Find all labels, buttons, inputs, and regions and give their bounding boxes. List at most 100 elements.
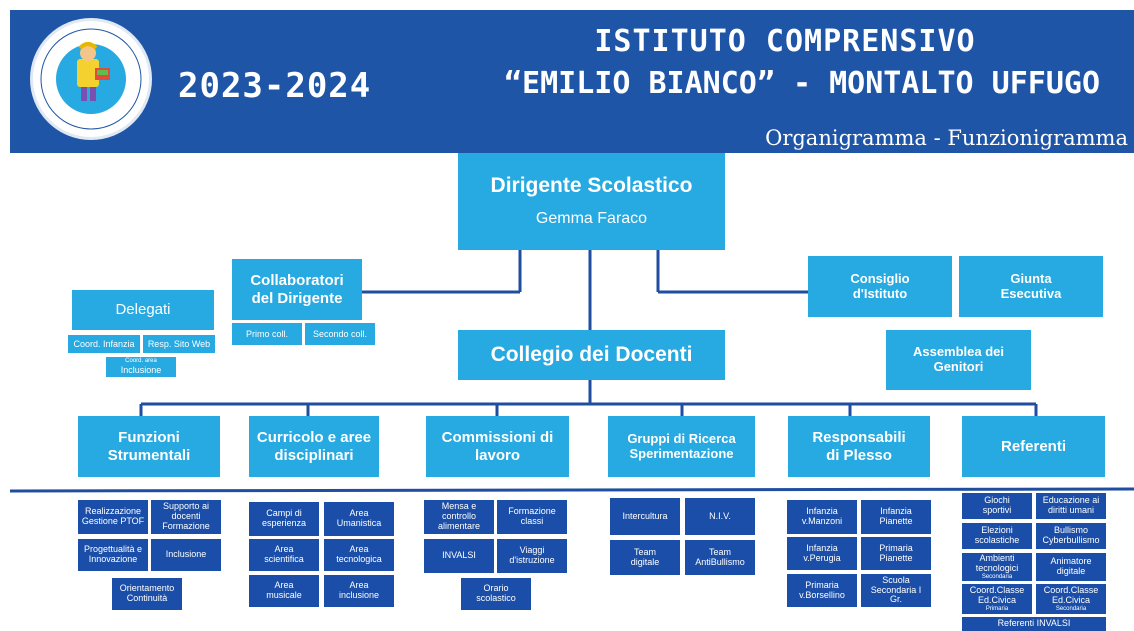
header-banner [10, 10, 1134, 153]
sub-item: Orientamento Continuità [112, 578, 182, 610]
coord-area-label: Coord. area [125, 358, 157, 365]
sub-item-label: Area inclusione [338, 580, 380, 600]
sub-item-label: Ambienti tecnologici [975, 552, 1019, 573]
sub-item: Scuola Secondaria I Gr. [861, 574, 931, 607]
sub-item: Primaria Pianette [861, 537, 931, 570]
sub-item: Area musicale [249, 575, 319, 607]
area-title: Gruppi di Ricerca Sperimentazione [627, 430, 736, 461]
sub-item-label: INVALSI [442, 550, 476, 561]
sub-item-label: Infanzia Pianette [879, 506, 913, 526]
sub-item-label: Elezioni scolastiche [974, 525, 1020, 545]
giunta-title: Giunta Esecutiva [1000, 270, 1062, 301]
sub-item-label: Mensa e controllo alimentare [437, 501, 481, 531]
sub-item: Area tecnologica [324, 539, 394, 571]
sub-item-label: Infanzia v.Perugia [803, 542, 841, 563]
logo-emblem-icon [35, 23, 147, 135]
sub-item: Viaggi d'istruzione [497, 539, 567, 573]
resp-sito-web-box: Resp. Sito Web [143, 335, 215, 353]
area-funzioni-strumentali: Funzioni Strumentali [78, 416, 220, 477]
sub-item-label: Educazione ai diritti umani [1042, 495, 1100, 515]
sub-item-label: Coord.Classe Ed.Civica [969, 584, 1025, 605]
area-title: Curricolo e aree disciplinari [256, 429, 372, 464]
sub-item-label: Bullismo Cyberbullismo [1042, 525, 1100, 545]
consiglio-title: Consiglio d'Istituto [850, 270, 910, 301]
area-title: Responsabili di Plesso [812, 429, 906, 464]
area-title: Commissioni di lavoro [441, 429, 554, 464]
sub-item: Team AntiBullismo [685, 540, 755, 575]
secondo-coll-box: Secondo coll. [305, 323, 375, 345]
sub-item-label: Coord.Classe Ed.Civica [1043, 584, 1099, 605]
sub-item-label: Team AntiBullismo [695, 546, 745, 567]
dirigente-name: Gemma Faraco [535, 210, 648, 228]
sub-item: Orario scolastico [461, 578, 531, 610]
sub-item-label: Area Umanistica [336, 508, 382, 528]
sub-item-label: Area musicale [266, 580, 302, 600]
sub-item-label: Viaggi d'istruzione [509, 545, 555, 565]
dirigente-title: Dirigente Scolastico [490, 174, 693, 198]
title-line-1: ISTITUTO COMPRENSIVO [594, 24, 976, 59]
page-subtitle: Organigramma - Funzionigramma [765, 126, 1128, 150]
inclusione-label: Inclusione [120, 365, 162, 376]
sub-item: Referenti INVALSI [962, 617, 1106, 631]
sub-item-label: N.I.V. [709, 510, 731, 521]
area-title: Referenti [1000, 437, 1067, 455]
sub-item-label: Intercultura [622, 510, 668, 521]
sub-item-note: Secondaria [981, 573, 1013, 580]
sub-item: Primaria v.Borsellino [787, 574, 857, 607]
resp-sito-web-label: Resp. Sito Web [147, 338, 211, 349]
dirigente-box: Dirigente Scolastico Gemma Faraco [458, 153, 725, 250]
sub-item-label: Primaria Pianette [879, 542, 913, 563]
sub-item: Team digitale [610, 540, 680, 575]
sub-item: Coord.Classe Ed.Civica Secondaria [1036, 584, 1106, 614]
coord-infanzia-label: Coord. Infanzia [73, 338, 135, 349]
collaboratori-title: Collaboratori del Dirigente [250, 272, 344, 307]
sub-item: Educazione ai diritti umani [1036, 493, 1106, 519]
sub-item: Giochi sportivi [962, 493, 1032, 519]
sub-item-label: Progettualità e Innovazione [83, 544, 143, 564]
collaboratori-box: Collaboratori del Dirigente [232, 259, 362, 320]
sub-item-note: Primaria [985, 605, 1009, 612]
collegio-box: Collegio dei Docenti [458, 330, 725, 380]
sub-item: Area scientifica [249, 539, 319, 571]
sub-item-note: Secondaria [1055, 605, 1087, 612]
delegati-title: Delegati [115, 301, 171, 319]
sub-item: Intercultura [610, 498, 680, 535]
sub-item: Formazione classi [497, 500, 567, 534]
sub-item: Supporto ai docenti Formazione [151, 500, 221, 534]
sub-item-label: Referenti INVALSI [997, 618, 1071, 629]
giunta-box: Giunta Esecutiva [959, 256, 1103, 317]
sub-item-label: Area scientifica [264, 544, 304, 564]
sub-item-label: Animatore digitale [1050, 556, 1092, 576]
sub-item: Realizzazione Gestione PTOF [78, 500, 148, 534]
sub-item-label: Infanzia v.Manzoni [801, 506, 843, 526]
primo-coll-label: Primo coll. [245, 328, 288, 339]
sub-item-label: Campi di esperienza [261, 508, 307, 528]
assemblea-box: Assemblea dei Genitori [886, 330, 1031, 390]
collegio-title: Collegio dei Docenti [490, 342, 693, 366]
delegati-box: Delegati [72, 290, 214, 330]
sub-item-label: Team digitale [630, 546, 660, 567]
secondo-coll-label: Secondo coll. [312, 328, 368, 339]
sub-item: Bullismo Cyberbullismo [1036, 523, 1106, 549]
coord-inclusione-box: Coord. area Inclusione [106, 357, 176, 377]
sub-item-label: Area tecnologica [336, 544, 382, 564]
assemblea-title: Assemblea dei Genitori [912, 344, 1005, 374]
sub-item-label: Orientamento Continuità [119, 583, 175, 603]
coord-infanzia-box: Coord. Infanzia [68, 335, 140, 353]
sub-item: Infanzia v.Manzoni [787, 500, 857, 534]
sub-item-label: Supporto ai docenti Formazione [162, 501, 210, 531]
sub-item-label: Giochi sportivi [982, 495, 1012, 515]
school-year: 2023-2024 [178, 66, 372, 106]
sub-item: Coord.Classe Ed.Civica Primaria [962, 584, 1032, 614]
area-gruppi-ricerca: Gruppi di Ricerca Sperimentazione [608, 416, 755, 477]
sub-item: N.I.V. [685, 498, 755, 535]
area-title: Funzioni Strumentali [107, 429, 191, 464]
area-responsabili-plesso: Responsabili di Plesso [788, 416, 930, 477]
consiglio-box: Consiglio d'Istituto [808, 256, 952, 317]
title-line-2: “EMILIO BIANCO” - MONTALTO UFFUGO [503, 66, 1101, 101]
sub-item-label: Realizzazione Gestione PTOF [81, 506, 145, 526]
sub-item-label: Scuola Secondaria I Gr. [870, 574, 922, 605]
sub-item: Animatore digitale [1036, 553, 1106, 581]
sub-item: Inclusione [151, 539, 221, 571]
sub-item-label: Inclusione [165, 549, 207, 560]
